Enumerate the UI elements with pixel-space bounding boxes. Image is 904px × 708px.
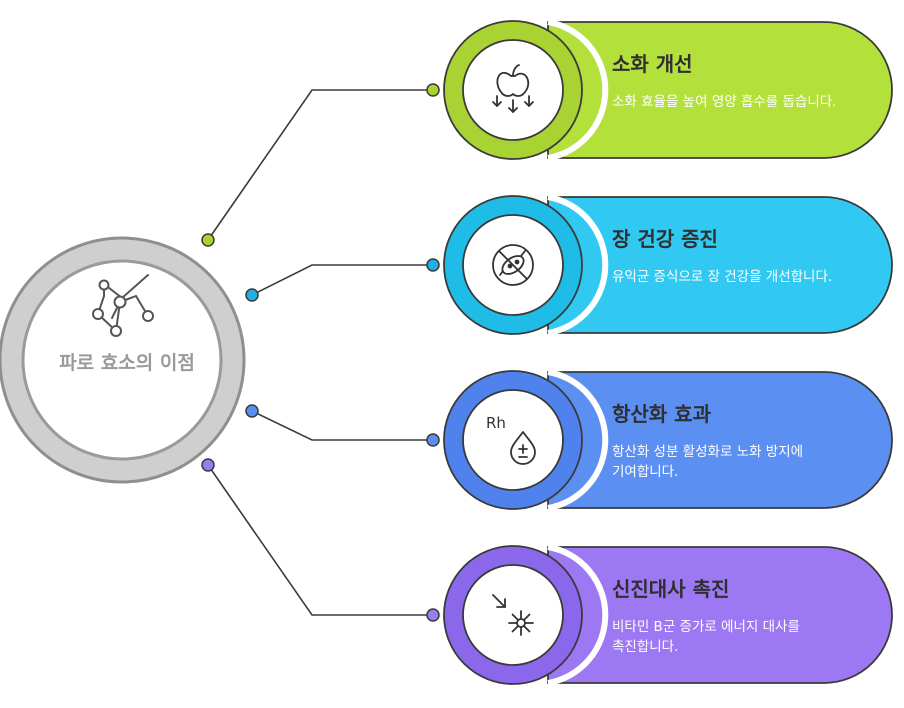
metabolism-burst-icon — [492, 594, 534, 636]
apple-nutrient-absorption-icon — [492, 64, 534, 113]
card-antioxidant: Rh — [443, 369, 893, 511]
card-body-metabolism — [547, 546, 893, 684]
card-desc-antioxidant: 항산화 성분 활성화로 노화 방지에 기여합니다. — [612, 444, 804, 480]
connector-dot-hub-digestion — [201, 233, 215, 247]
no-bacteria-icon — [492, 244, 534, 286]
card-metabolism — [443, 544, 893, 686]
connector-dot-hub-metabolism — [201, 458, 215, 472]
connector-metabolism — [207, 464, 433, 616]
hub-title: 파로 효소의 이점 — [59, 352, 195, 374]
hub-node — [0, 236, 246, 484]
card-separator-digestion — [547, 19, 609, 161]
card-icon-bg-digestion — [462, 39, 564, 141]
card-title-gut-health: 장 건강 증진 — [612, 227, 718, 251]
card-gut-health — [443, 194, 893, 336]
connector-dot-card-antioxidant — [426, 433, 440, 447]
card-desc-metabolism: 비타민 B군 증가로 에너지 대사를 촉진합니다. — [612, 619, 800, 655]
rh-blood-drop-icon: Rh — [486, 414, 536, 465]
card-separator-metabolism — [547, 544, 609, 686]
card-desc-digestion: 소화 효율을 높여 영양 흡수를 돕습니다. — [612, 94, 837, 110]
connectors — [207, 89, 433, 616]
cards: Rh — [443, 19, 893, 686]
card-body-gut-health — [547, 196, 893, 334]
card-icon-bg-antioxidant — [462, 389, 564, 491]
card-body-antioxidant — [547, 371, 893, 509]
card-digestion — [443, 19, 893, 161]
connector-dot-hub-antioxidant — [245, 404, 259, 418]
connector-dot-hub-gut-health — [245, 288, 259, 302]
rh-label: Rh — [486, 414, 506, 432]
molecule-network-icon — [92, 274, 154, 337]
connector-antioxidant — [251, 410, 433, 441]
card-title-digestion: 소화 개선 — [612, 52, 693, 76]
card-title-antioxidant: 항산화 효과 — [612, 402, 711, 426]
connector-dot-card-gut-health — [426, 258, 440, 272]
card-title-metabolism: 신진대사 촉진 — [612, 577, 730, 601]
card-separator-antioxidant — [547, 369, 609, 511]
card-body-digestion — [547, 21, 893, 159]
connector-dot-card-metabolism — [426, 608, 440, 622]
card-separator-gut-health — [547, 194, 609, 336]
card-desc-gut-health: 유익균 증식으로 장 건강을 개선합니다. — [612, 269, 833, 285]
connector-digestion — [207, 89, 433, 241]
connector-dot-card-digestion — [426, 83, 440, 97]
connector-gut-health — [251, 264, 433, 296]
